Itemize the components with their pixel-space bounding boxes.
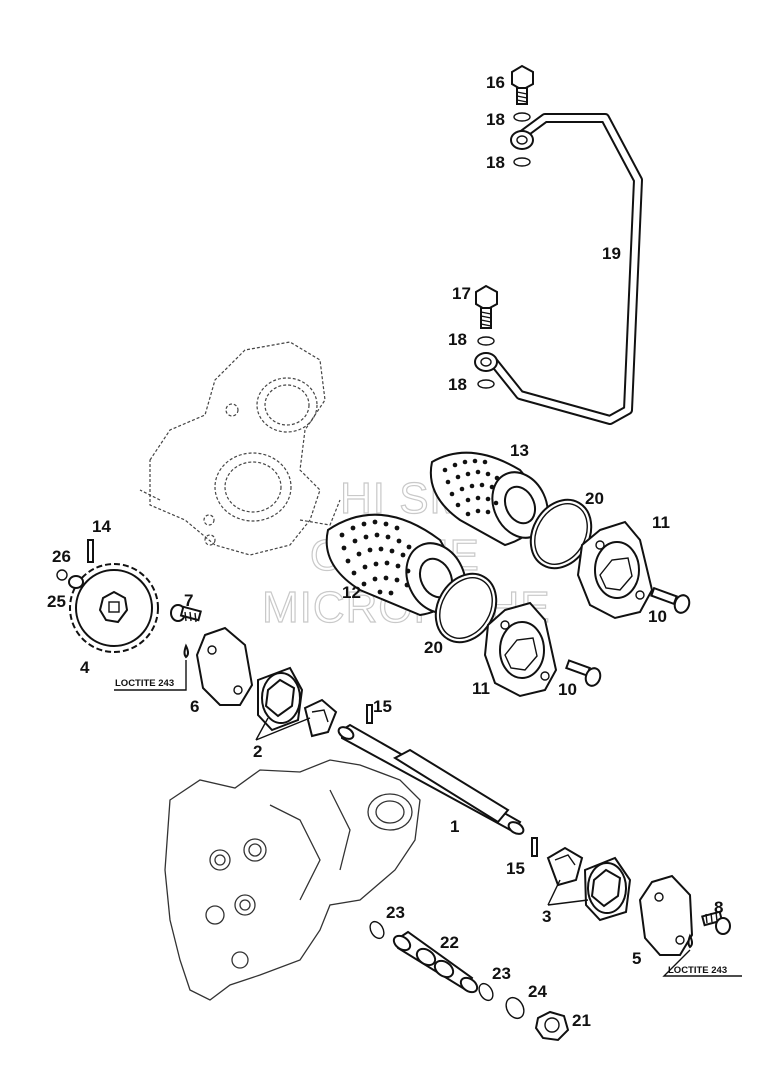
label-4: 4 xyxy=(80,658,90,677)
label-12: 12 xyxy=(342,583,361,602)
pump-rotor-2 xyxy=(257,666,338,738)
filter-cover-11-upper xyxy=(576,520,654,620)
label-16: 16 xyxy=(486,73,505,92)
label-13: 13 xyxy=(510,441,529,460)
oil-filter-13 xyxy=(429,451,549,547)
label-15: 15 xyxy=(506,859,525,878)
pin-14 xyxy=(87,539,94,563)
label-18: 18 xyxy=(448,330,467,349)
screw-10-upper xyxy=(650,586,691,614)
loctite-leader-2 xyxy=(662,949,742,977)
circlip-26 xyxy=(56,569,68,581)
label-1: 1 xyxy=(450,817,459,836)
washer-18a xyxy=(513,112,531,122)
pump-cover-6 xyxy=(195,626,254,706)
label-10: 10 xyxy=(648,607,667,626)
part-number-labels: 16 18 18 19 17 18 18 13 20 11 14 26 12 2… xyxy=(47,73,723,1030)
label-18: 18 xyxy=(486,153,505,172)
leader-lines xyxy=(255,717,589,906)
label-14: 14 xyxy=(92,517,111,536)
o-ring-23-lower xyxy=(478,982,494,1002)
oil-pump-gear xyxy=(69,563,159,653)
label-8: 7 xyxy=(184,591,193,610)
pump-shaft-1 xyxy=(337,723,525,835)
loctite-drop-2 xyxy=(687,933,693,949)
label-7: 8 xyxy=(714,898,723,917)
loctite-drop-1 xyxy=(183,643,189,659)
label-11: 11 xyxy=(652,513,670,532)
label-5: 5 xyxy=(632,949,641,968)
oil-filter-12 xyxy=(325,513,467,617)
label-24: 24 xyxy=(528,982,547,1001)
banjo-bolt-lower xyxy=(475,284,498,329)
label-23: 23 xyxy=(492,964,511,983)
pin-15-upper xyxy=(366,704,373,724)
screw-10-lower xyxy=(565,659,602,687)
engine-case-lower xyxy=(164,759,421,1001)
relief-valve-22 xyxy=(392,930,479,994)
pump-cover-5 xyxy=(638,874,694,956)
label-18: 18 xyxy=(448,375,467,394)
banjo-fitting-lower xyxy=(474,352,498,372)
washer-18c xyxy=(477,336,495,346)
loctite-leader-1 xyxy=(114,660,187,691)
label-18: 18 xyxy=(486,110,505,129)
filter-cover-11-lower xyxy=(483,601,558,698)
label-17: 17 xyxy=(452,284,471,303)
label-3: 3 xyxy=(542,907,551,926)
screw-8 xyxy=(170,604,202,623)
screw-7 xyxy=(701,910,731,935)
pump-rotor-3 xyxy=(546,846,632,922)
label-20: 20 xyxy=(424,638,443,657)
engine-case-upper-ghost xyxy=(139,341,341,556)
o-ring-23-upper xyxy=(369,920,385,940)
o-ring-24 xyxy=(505,996,525,1020)
oil-pipe xyxy=(487,113,643,425)
washer-18d xyxy=(477,379,495,389)
washer-18b xyxy=(513,157,531,167)
o-ring-20-lower-inner xyxy=(439,577,493,639)
label-25: 25 xyxy=(47,592,66,611)
label-19: 19 xyxy=(602,244,621,263)
pin-15-lower xyxy=(531,837,538,857)
loctite-label-1: LOCTITE 243 xyxy=(115,678,174,689)
label-23: 23 xyxy=(386,903,405,922)
loctite-label-2: LOCTITE 243 xyxy=(668,965,727,976)
washer-25 xyxy=(68,575,84,589)
label-22: 22 xyxy=(440,933,459,952)
label-15: 15 xyxy=(373,697,392,716)
label-2: 2 xyxy=(253,742,262,761)
label-21: 21 xyxy=(572,1011,591,1030)
banjo-fitting-upper xyxy=(510,130,534,150)
plug-21 xyxy=(534,1010,570,1042)
banjo-bolt-upper xyxy=(511,64,534,105)
label-6: 6 xyxy=(190,697,199,716)
label-26: 26 xyxy=(52,547,71,566)
label-20: 20 xyxy=(585,489,604,508)
label-10: 10 xyxy=(558,680,577,699)
label-11: 11 xyxy=(472,679,490,698)
